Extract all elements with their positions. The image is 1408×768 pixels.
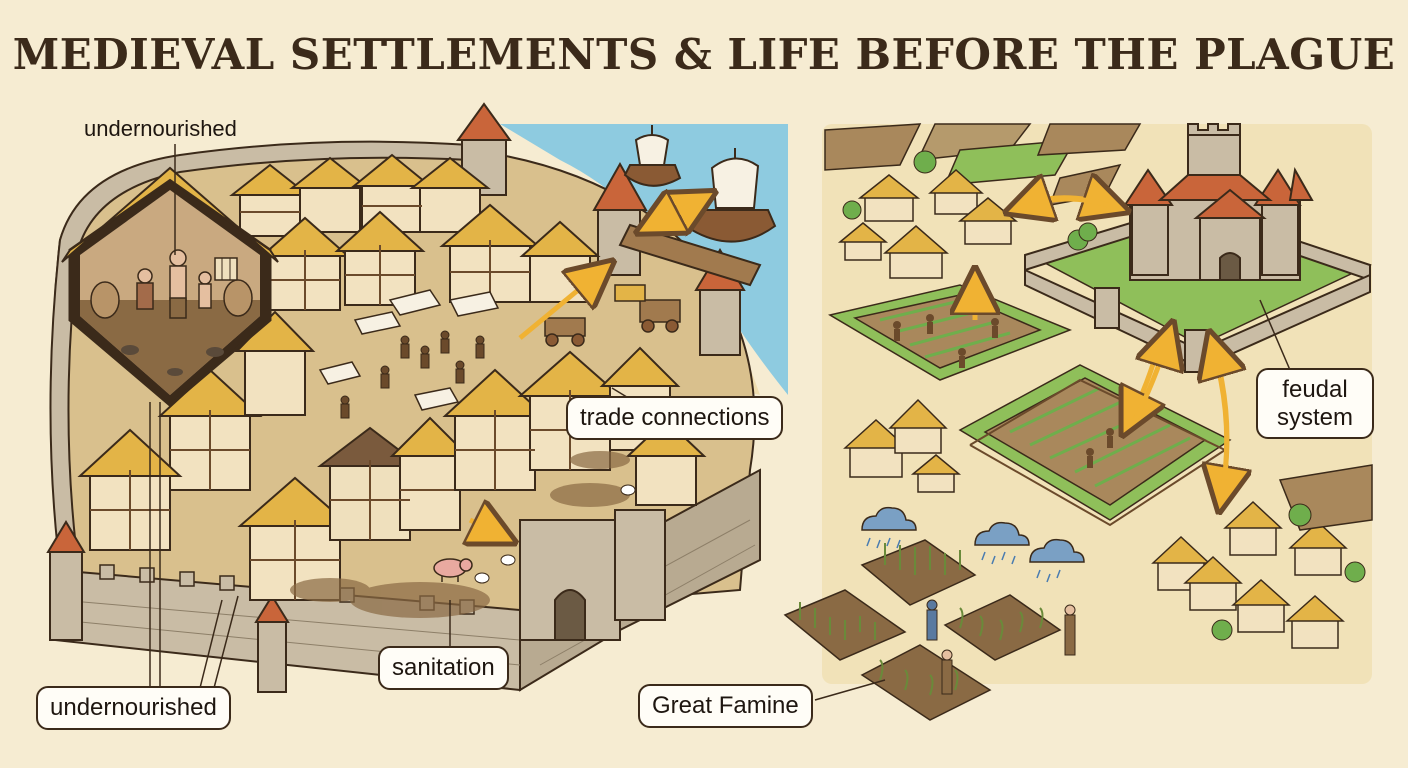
- cutaway-house: [61, 166, 279, 407]
- label-feudal-system: feudal system: [1256, 368, 1374, 440]
- rat-icon: [121, 345, 224, 376]
- label-sanitation: sanitation: [378, 646, 509, 690]
- label-great-famine: Great Famine: [638, 684, 813, 728]
- label-trade-connections: trade connections: [566, 396, 784, 440]
- rain-cloud-icon: [861, 506, 1085, 583]
- countryside-scene: [783, 123, 1373, 721]
- castle-icon: [1123, 123, 1314, 281]
- label-undernourished-top: undernourished: [84, 116, 237, 141]
- page-title: MEDIEVAL SETTLEMENTS & LIFE BEFORE THE P…: [12, 30, 1396, 79]
- leader-lines: [149, 144, 636, 690]
- pig-icon: [433, 558, 473, 582]
- label-undernourished-bottom: undernourished: [36, 686, 231, 730]
